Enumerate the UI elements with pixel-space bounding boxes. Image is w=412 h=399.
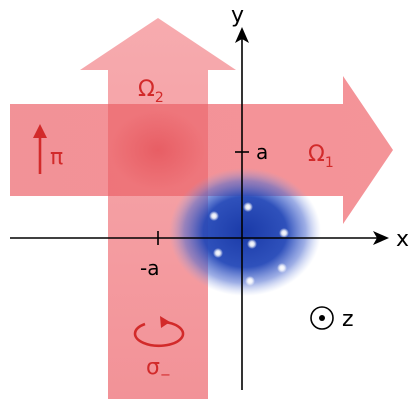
atom-cloud: [169, 168, 321, 296]
pi-label: π: [50, 145, 63, 170]
x-axis-label: x: [396, 227, 409, 252]
atom: [277, 263, 287, 273]
beam-1-symbol: Ω: [308, 142, 325, 167]
z-axis-label: z: [342, 307, 354, 332]
beam-2-subscript: 2: [155, 90, 164, 106]
sigma-symbol: σ: [146, 355, 160, 380]
atom: [279, 228, 289, 238]
sigma-subscript: −: [160, 368, 171, 383]
beam-1-subscript: 1: [325, 155, 334, 171]
atom: [213, 248, 223, 258]
x-axis-arrowhead: [373, 231, 389, 245]
sigma-label: σ−: [146, 355, 171, 383]
axes: [10, 27, 389, 390]
y-tick-label: a: [256, 140, 268, 164]
out-of-plane-dot-icon: [310, 306, 334, 330]
atom: [245, 276, 255, 286]
up-arrow-icon: [33, 124, 47, 174]
circular-arrow-icon: [133, 316, 185, 348]
beam-2-symbol: Ω: [138, 77, 155, 102]
y-axis-arrowhead: [235, 27, 249, 43]
beam-1-label: Ω1: [308, 142, 334, 171]
atoms: [209, 202, 289, 286]
beam-2-label: Ω2: [138, 77, 164, 106]
atom: [247, 239, 257, 249]
beam-overlap-glow: [110, 110, 206, 190]
x-tick-label: -a: [140, 256, 159, 280]
atom: [243, 202, 253, 212]
atom: [209, 211, 219, 221]
y-axis-label: y: [231, 3, 244, 28]
